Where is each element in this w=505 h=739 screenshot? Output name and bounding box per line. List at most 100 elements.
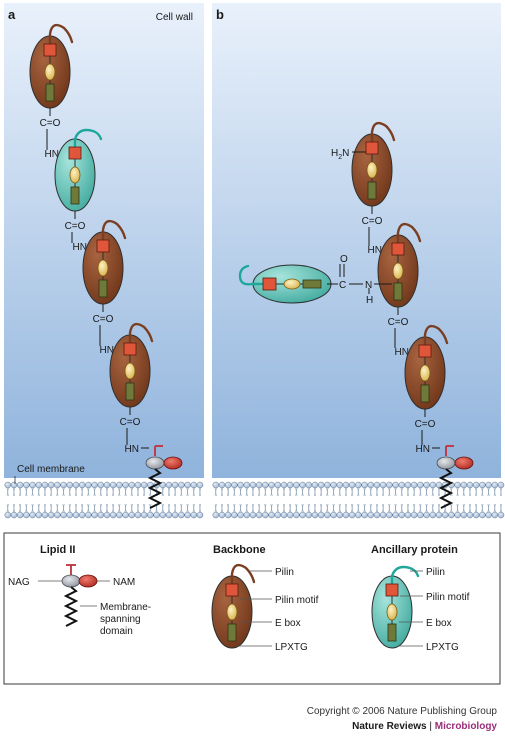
lipid-tail <box>56 487 59 497</box>
lipid-head <box>171 511 179 519</box>
carbonyl-label: C=O <box>93 314 114 325</box>
lipid-head <box>398 481 406 489</box>
lipid-head <box>97 511 105 519</box>
lipid-tail <box>99 503 102 513</box>
lipid-head <box>91 481 98 489</box>
lipid-tail <box>344 487 347 497</box>
lipid-head <box>47 481 55 489</box>
e-box <box>283 278 301 290</box>
lipid-tail <box>419 487 422 497</box>
legend-ancillary-label-pilin-motif: Pilin motif <box>426 592 470 603</box>
lipid-head <box>435 511 443 519</box>
lipid-tail <box>456 503 459 513</box>
lipid-tail <box>487 503 490 513</box>
lpxtg-motif <box>70 186 80 205</box>
lipid-head <box>85 511 92 519</box>
lipid-tail <box>419 503 422 513</box>
lipid-head <box>116 511 123 519</box>
lipid-tail <box>136 487 139 497</box>
lipid-tail <box>313 503 316 513</box>
lipid-head <box>54 481 61 489</box>
lipid-head <box>460 511 468 519</box>
lipid-head <box>466 511 474 519</box>
e-box <box>392 262 404 280</box>
lipid-head <box>243 481 251 489</box>
lipid-head <box>224 511 232 519</box>
lipid-tail <box>56 503 59 513</box>
legend-ancillary-label-e-box: E box <box>426 618 452 629</box>
legend-nam-label: NAM <box>113 577 135 588</box>
lipid-tail <box>214 487 217 497</box>
panel-b-letter: b <box>216 7 224 22</box>
legend-ancillary-label-lpxtg: LPXTG <box>426 642 459 653</box>
lipid-head <box>153 511 160 519</box>
lipid-tail <box>245 503 248 513</box>
lipid-head <box>78 511 86 519</box>
lipid-tail <box>25 487 28 497</box>
legend-membrane-line1: Membrane- <box>100 602 151 613</box>
lipid-tail <box>437 503 440 513</box>
lipid-head <box>165 511 173 519</box>
lpxtg-motif <box>420 384 430 403</box>
lipid-tail <box>227 487 230 497</box>
lipid-head <box>4 481 12 489</box>
lipid-tail <box>31 487 34 497</box>
lipid-tail <box>289 503 292 513</box>
lipid-head <box>311 481 319 489</box>
lipid-head <box>23 481 30 489</box>
lipid-tail <box>413 503 416 513</box>
lipid-tail <box>251 503 254 513</box>
lipid-tail <box>431 503 434 513</box>
lipid-head <box>448 511 455 519</box>
lipid-tail <box>437 487 440 497</box>
lipid-head <box>91 511 98 519</box>
lipid-tail <box>276 503 279 513</box>
lipid-tail <box>43 487 46 497</box>
amino-terminus-label: H2N <box>331 148 349 161</box>
lipid-head <box>454 481 461 489</box>
lipid-tail <box>295 503 298 513</box>
lipid-tail <box>180 487 183 497</box>
lipid-tail <box>167 487 170 497</box>
lipid-tail <box>282 487 285 497</box>
legend-lipid-title: Lipid II <box>40 544 75 556</box>
lipid-head <box>386 511 393 519</box>
lipid-tail <box>450 487 453 497</box>
legend-lipid-ii-glyph <box>38 564 110 627</box>
subunit-a-4 <box>109 322 154 408</box>
pilin-motif <box>123 342 137 356</box>
lipid-head <box>140 511 148 519</box>
e-box <box>124 362 136 380</box>
lipid-head <box>171 481 179 489</box>
carbonyl-label: C=O <box>388 317 409 328</box>
lipid-tail <box>167 503 170 513</box>
lipid-tail <box>400 487 403 497</box>
lipid-head <box>479 481 486 489</box>
nam-sugar <box>163 456 183 470</box>
membrane-spanning-tail <box>63 586 79 627</box>
side-hydrogen: H <box>366 295 373 306</box>
lipid-tail <box>493 503 496 513</box>
lipid-tail <box>307 503 310 513</box>
lipid-tail <box>93 487 96 497</box>
lipid-tail <box>68 503 71 513</box>
e-box <box>226 603 238 621</box>
lipid-tail <box>93 503 96 513</box>
lipid-tail <box>394 503 397 513</box>
lipid-head <box>404 481 412 489</box>
pilin-tail <box>396 222 422 247</box>
lipid-tail <box>406 503 409 513</box>
lipid-head <box>212 511 220 519</box>
lipid-head <box>472 511 480 519</box>
legend-backbone-label-pilin: Pilin <box>275 567 294 578</box>
lpxtg-motif <box>387 623 397 642</box>
pilin-motif <box>68 146 82 160</box>
pilin-tail <box>128 322 154 347</box>
lipid-head <box>128 481 136 489</box>
lipid-tail <box>220 487 223 497</box>
lpxtg-motif <box>98 279 108 298</box>
lipid-head <box>29 481 36 489</box>
lipid-tail <box>245 487 248 497</box>
lipid-tail <box>475 503 478 513</box>
